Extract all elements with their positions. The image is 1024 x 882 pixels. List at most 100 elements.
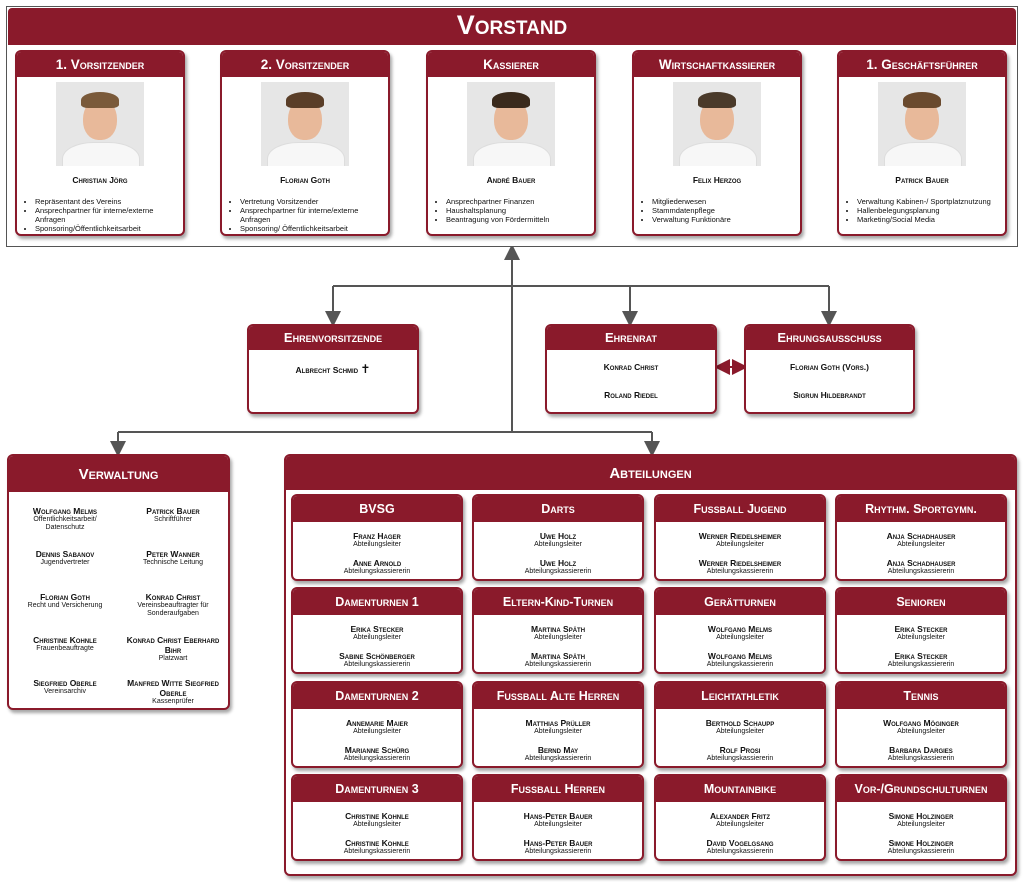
person-name: Uwe Holz: [539, 558, 577, 568]
person-role: Abteilungsleiter: [716, 634, 764, 641]
ehrenrat-title: Ehrenrat: [547, 326, 715, 350]
verwaltung-entry: Florian Goth Recht und Versicherung: [15, 592, 115, 635]
person-role: Frauenbeauftragte: [36, 645, 94, 652]
person-name: Barbara Dargies: [889, 745, 953, 755]
person-role: Abteilungskassiererin: [887, 848, 955, 855]
person-name: Martina Späth: [530, 624, 586, 634]
task-item: Vertretung Vorsitzender: [240, 197, 388, 206]
person-role: Schriftführer: [153, 516, 193, 523]
person-name: Martina Späth: [530, 651, 586, 661]
vorstand-card-2: 2. Vorsitzender Florian Goth Vertretung …: [220, 50, 390, 236]
ehrenrat-box: Ehrenrat Konrad Christ Roland Riedel: [545, 324, 717, 414]
ehrungsausschuss-title: Ehrungsausschuss: [746, 326, 913, 350]
vorstand-card-3: Kassierer André Bauer Ansprechpartner Fi…: [426, 50, 596, 236]
dept-name: Fußball Jugend: [656, 496, 824, 522]
person-role: Abteilungskassiererin: [887, 568, 955, 575]
person-name: Erika Stecker: [894, 651, 948, 661]
person-role: Abteilungsleiter: [716, 728, 764, 735]
dept-name: Mountainbike: [656, 776, 824, 802]
person-name: Konrad Christ Eberhard Bihr: [126, 635, 220, 655]
person-role: Abteilungsleiter: [897, 821, 945, 828]
portrait-photo: [878, 82, 966, 166]
dept-name: BVSG: [293, 496, 461, 522]
person-role: Abteilungsleiter: [716, 821, 764, 828]
person-name: Rolf Prosi: [719, 745, 761, 755]
task-item: Mitgliederwesen: [652, 197, 800, 206]
person-role: Abteilungskassiererin: [343, 568, 411, 575]
portrait-photo: [261, 82, 349, 166]
dept-name: Damenturnen 1: [293, 589, 461, 615]
person-name: Wolfgang Melms: [707, 651, 773, 661]
ehrenvorsitzende-name: Albrecht Schmid: [295, 365, 359, 375]
vorstand-title: Vorstand: [8, 8, 1016, 45]
ehrenvorsitzende-title: Ehrenvorsitzende: [249, 326, 417, 350]
ehrungsausschuss-name: Sigrun Hildebrandt: [793, 390, 866, 400]
task-item: Ansprechpartner für interne/externe Anfr…: [240, 206, 388, 224]
portrait-photo: [56, 82, 144, 166]
role-label: Wirtschaftkassierer: [634, 52, 800, 77]
dept-name: Fußball Herren: [474, 776, 642, 802]
dept-name: Eltern-Kind-Turnen: [474, 589, 642, 615]
person-role: Abteilungskassiererin: [706, 568, 774, 575]
person-name: Peter Wanner: [146, 549, 200, 559]
person-role: Abteilungskassiererin: [524, 755, 592, 762]
portrait-photo: [467, 82, 555, 166]
person-role: Abteilungskassiererin: [524, 661, 592, 668]
task-item: Marketing/Social Media: [857, 215, 1005, 224]
dept-name: Tennis: [837, 683, 1005, 709]
task-list: Verwaltung Kabinen-/ Sportplatznutzung H…: [845, 197, 1005, 224]
person-name: Christine Kohnle: [345, 838, 409, 848]
role-label: Kassierer: [428, 52, 594, 77]
person-role: Vereinsbeauftragter für Sonderaufgaben: [137, 602, 209, 617]
person-role: Abteilungskassiererin: [706, 661, 774, 668]
dept-name: Senioren: [837, 589, 1005, 615]
person-name: Anne Arnold: [352, 558, 402, 568]
task-item: Hallenbelegungsplanung: [857, 206, 1005, 215]
person-name: Erika Stecker: [350, 624, 404, 634]
person-role: Abteilungsleiter: [534, 728, 582, 735]
vorstand-card-4: Wirtschaftkassierer Felix Herzog Mitglie…: [632, 50, 802, 236]
verwaltung-entry: Manfred Witte Siegfried Oberle Kassenprü…: [123, 678, 223, 721]
verwaltung-entry: Wolfgang Melms Öffentlichkeitsarbeit/ Da…: [15, 506, 115, 549]
vorstand-card-5: 1. Geschäftsführer Patrick Bauer Verwalt…: [837, 50, 1007, 236]
person-name: Sabine Schönberger: [339, 651, 415, 661]
verwaltung-left-column: Wolfgang Melms Öffentlichkeitsarbeit/ Da…: [15, 506, 115, 721]
verwaltung-entry: Christine Kohnle Frauenbeauftragte: [15, 635, 115, 678]
task-item: Stammdatenpflege: [652, 206, 800, 215]
task-list: Repräsentant des Vereins Ansprechpartner…: [23, 197, 183, 233]
ehrenvorsitzende-name-row: Albrecht Schmid ✝: [249, 362, 417, 376]
person-name: Anja Schadhauser: [886, 531, 956, 541]
person-role: Abteilungskassiererin: [343, 848, 411, 855]
person-role: Recht und Versicherung: [27, 602, 103, 609]
person-name: Marianne Schürg: [344, 745, 410, 755]
person-name: Wolfgang Melms: [707, 624, 773, 634]
person-role: Öffentlichkeitsarbeit/ Datenschutz: [33, 516, 97, 531]
dept-name: Fußball Alte Herren: [474, 683, 642, 709]
task-list: Ansprechpartner Finanzen Haushaltsplanun…: [434, 197, 594, 224]
person-role: Abteilungskassiererin: [524, 848, 592, 855]
task-item: Beantragung von Fördermitteln: [446, 215, 594, 224]
person-role: Abteilungskassiererin: [524, 568, 592, 575]
person-role: Abteilungsleiter: [353, 541, 401, 548]
